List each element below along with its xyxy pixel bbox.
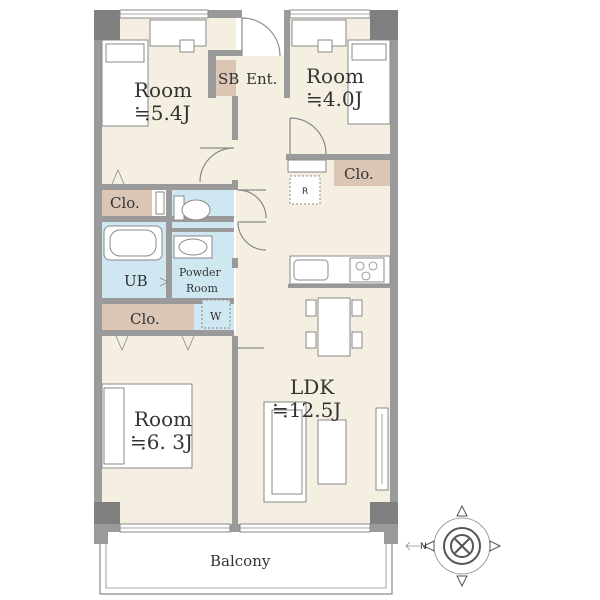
- balcony-label: Balcony: [210, 552, 271, 570]
- refrigerator-space: [289, 175, 321, 205]
- washer-space: [201, 299, 231, 329]
- closets: [102, 60, 390, 332]
- labels: Room ≒5.4J Room ≒4.0J Room ≒6. 3J LDK ≒1…: [110, 64, 374, 570]
- closet-upper-left-door: [111, 168, 125, 185]
- balcony: [94, 532, 398, 595]
- shoe-box-label: SB: [218, 70, 239, 88]
- entrance-label: Ent.: [246, 70, 277, 88]
- windows: [119, 9, 371, 533]
- closet-upper-right: [334, 160, 390, 186]
- powder-room-label-line1: Powder: [179, 266, 222, 279]
- ldk-size: ≒12.5J: [272, 398, 341, 422]
- coffee-table: [317, 419, 347, 485]
- dining-table: [317, 297, 351, 357]
- closet-upper-right-label: Clo.: [344, 165, 374, 183]
- entrance-door: [241, 17, 281, 57]
- room-ne-name: Room: [306, 64, 364, 88]
- room-nw-door: [199, 147, 235, 183]
- doors: [111, 17, 327, 352]
- powder-door: [237, 221, 267, 251]
- ldk-name: LDK: [290, 375, 335, 399]
- closet-upper-left: [102, 190, 152, 216]
- room-sw-size: ≒6. 3J: [130, 430, 193, 454]
- powder-room-label-line2: Room: [186, 282, 219, 295]
- refrigerator-label: R: [302, 187, 308, 197]
- room-nw-size: ≒5.4J: [134, 101, 191, 125]
- closet-lower-left: [102, 304, 194, 332]
- desk-nw: [149, 19, 207, 47]
- ldk-floor: [236, 280, 392, 528]
- room-ne-door: [289, 117, 327, 155]
- compass-north-label: N: [420, 542, 427, 552]
- closet-lower-doors: [115, 335, 195, 352]
- furniture: [101, 19, 391, 503]
- toilet-door: [237, 189, 267, 219]
- closet-upper-left-label: Clo.: [110, 194, 140, 212]
- compass: N: [405, 504, 502, 588]
- shoe-box: [216, 60, 236, 96]
- unit-bath-label: UB: [124, 272, 148, 290]
- bath-door: [159, 277, 169, 287]
- room-ne-size: ≒4.0J: [306, 87, 363, 111]
- washer-label: W: [210, 310, 222, 323]
- room-sw-name: Room: [134, 407, 192, 431]
- room-nw-name: Room: [134, 78, 192, 102]
- closet-lower-left-label: Clo.: [130, 310, 160, 328]
